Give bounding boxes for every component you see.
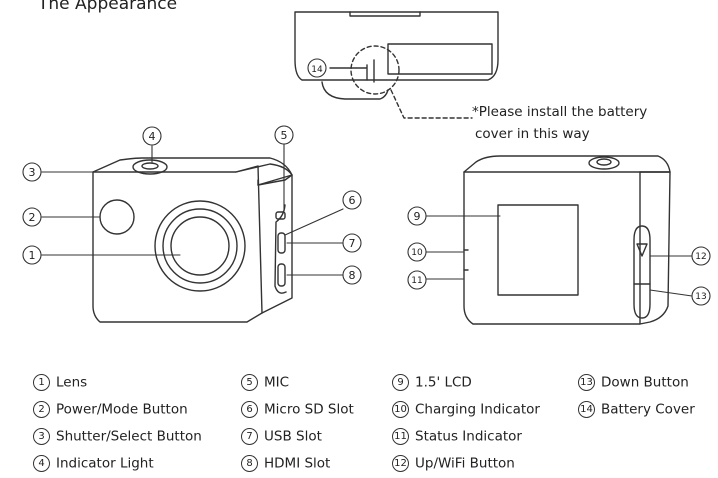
callout-14: 14 (311, 65, 323, 75)
callout-2: 2 (29, 211, 36, 224)
callout-7: 7 (349, 237, 356, 250)
callout-8: 8 (349, 269, 356, 282)
callout-6: 6 (349, 194, 356, 207)
battery-note-line-2: cover in this way (475, 126, 590, 142)
callout-12: 12 (695, 252, 706, 262)
callout-13: 13 (695, 292, 706, 302)
callout-1: 1 (29, 249, 36, 262)
battery-note-line-1: *Please install the battery (472, 104, 648, 120)
callout-numbers: 14 4 3 2 1 5 6 7 8 9 10 11 12 13 (29, 65, 707, 302)
callout-10: 10 (411, 248, 423, 258)
camera-top-view (294, 11, 499, 119)
camera-back-view (463, 155, 671, 325)
diagram-title: The Appearance (38, 0, 178, 14)
callout-9: 9 (414, 210, 421, 223)
callout-4: 4 (149, 130, 156, 143)
leader-lines (41, 143, 693, 297)
callout-5: 5 (281, 129, 288, 142)
camera-front-view (92, 157, 293, 323)
callout-11: 11 (411, 276, 422, 286)
callout-circles (22, 58, 711, 306)
callout-3: 3 (29, 166, 36, 179)
